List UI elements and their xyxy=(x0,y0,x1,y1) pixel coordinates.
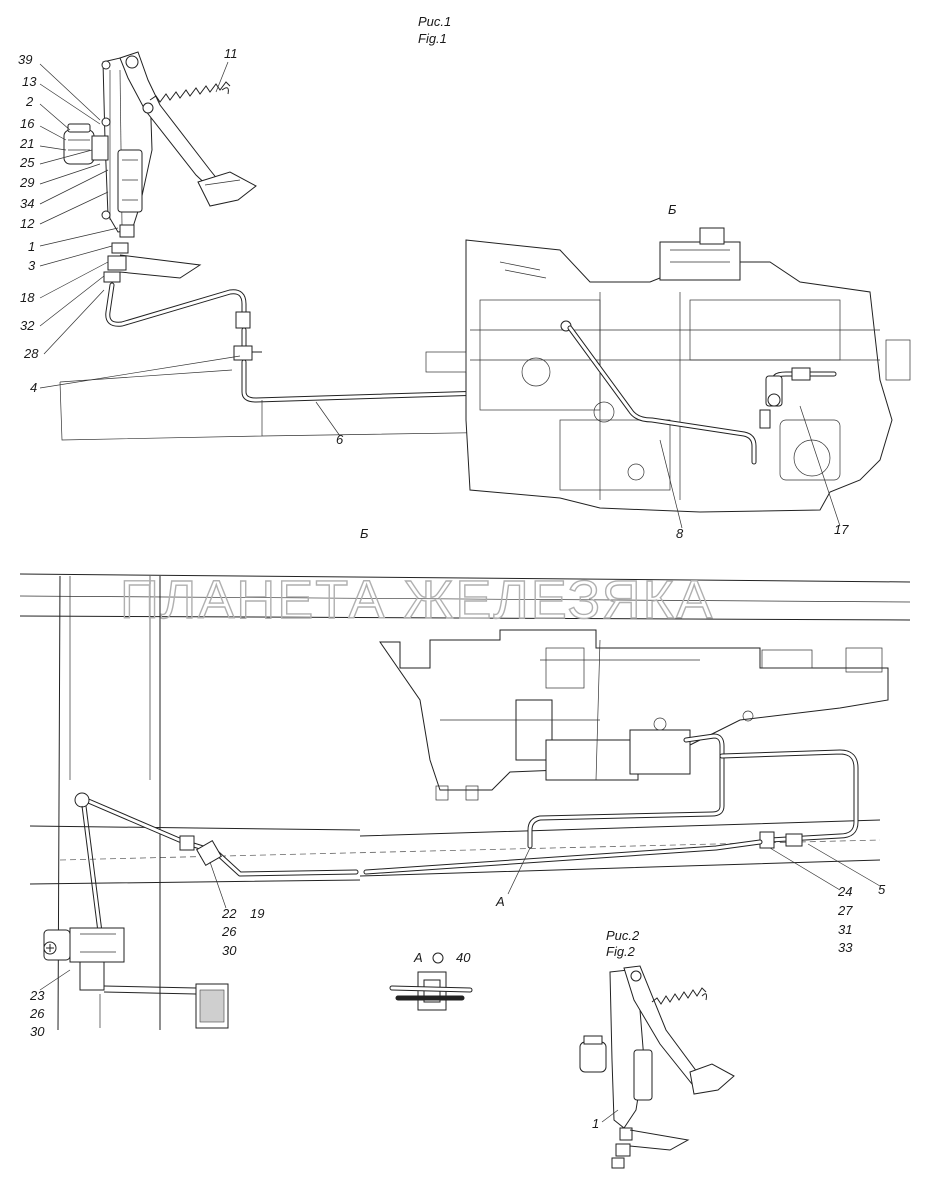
pedal-linkage-view-b xyxy=(43,792,229,1029)
detail-a: А xyxy=(389,950,473,1011)
gearbox-view-b xyxy=(379,629,889,801)
callout-3: 3 xyxy=(28,258,36,273)
callout-34: 34 xyxy=(20,196,34,211)
callout-17: 17 xyxy=(834,522,849,537)
frame-rails xyxy=(19,573,911,1031)
gearbox-housing xyxy=(425,227,911,513)
callout-26-a: 26 xyxy=(221,924,237,939)
callout-16: 16 xyxy=(20,116,35,131)
callout-numbers: 39 13 2 16 21 25 29 34 12 1 3 18 32 28 4… xyxy=(18,46,886,1131)
callout-27: 27 xyxy=(837,903,853,918)
callout-24: 24 xyxy=(837,884,852,899)
figure-2-title-ru: Рис.2 xyxy=(606,928,640,943)
detail-a-label: А xyxy=(413,950,423,965)
leader-lines xyxy=(39,61,881,1123)
callout-6: 6 xyxy=(336,432,344,447)
callout-5: 5 xyxy=(878,882,886,897)
clutch-pedal-assembly-fig2 xyxy=(579,965,735,1169)
figure-1-title-en: Fig.1 xyxy=(418,31,447,46)
view-b-label-main: Б xyxy=(360,526,369,541)
callout-30-a: 30 xyxy=(222,943,237,958)
callout-40: 40 xyxy=(456,950,471,965)
callout-2: 2 xyxy=(25,94,34,109)
figure-1-title-ru: Рис.1 xyxy=(418,14,451,29)
callout-4: 4 xyxy=(30,380,37,395)
callout-39: 39 xyxy=(18,52,32,67)
callout-29: 29 xyxy=(19,175,34,190)
callout-13: 13 xyxy=(22,74,37,89)
callout-32: 32 xyxy=(20,318,35,333)
callout-19: 19 xyxy=(250,906,264,921)
callout-21: 21 xyxy=(19,136,34,151)
view-b-label-top: Б xyxy=(668,202,677,217)
callout-1-fig2: 1 xyxy=(592,1116,599,1131)
callout-26-b: 26 xyxy=(29,1006,45,1021)
callout-18: 18 xyxy=(20,290,35,305)
callout-30-b: 30 xyxy=(30,1024,45,1039)
callout-23: 23 xyxy=(29,988,45,1003)
figure-2-title-en: Fig.2 xyxy=(606,944,636,959)
callout-12: 12 xyxy=(20,216,35,231)
callout-25: 25 xyxy=(19,155,35,170)
callout-11: 11 xyxy=(224,46,238,61)
hydraulic-pipes-view-b xyxy=(83,733,859,877)
gearbox-pipe-8 xyxy=(567,325,837,465)
callout-31: 31 xyxy=(838,922,852,937)
marker-a-label: А xyxy=(495,894,505,909)
callout-22: 22 xyxy=(221,906,237,921)
hydraulic-pipe-main xyxy=(105,282,779,403)
callout-8: 8 xyxy=(676,526,684,541)
watermark-text: ПЛАНЕТА ЖЕЛЕЗЯКА xyxy=(120,570,714,630)
clutch-pedal-assembly xyxy=(63,51,257,283)
callout-28: 28 xyxy=(23,346,39,361)
callout-33: 33 xyxy=(838,940,853,955)
callout-1: 1 xyxy=(28,239,35,254)
